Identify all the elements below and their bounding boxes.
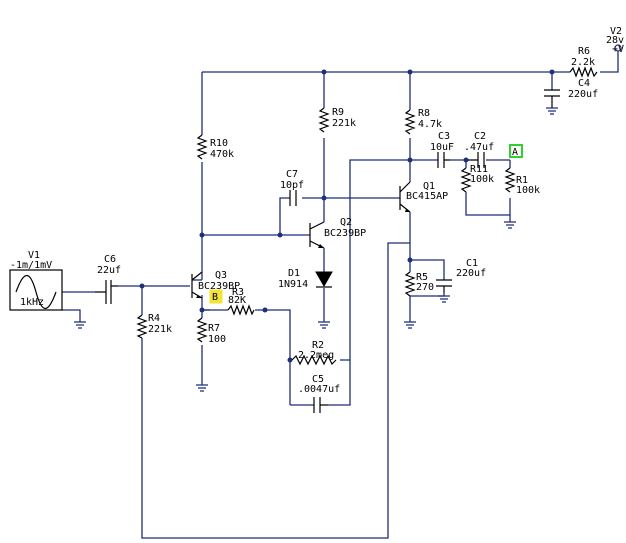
r7-name: R7 xyxy=(208,323,220,334)
probe-b[interactable]: B xyxy=(209,289,223,304)
c7-value: 10pf xyxy=(280,180,304,191)
c1-value: 220uf xyxy=(456,268,486,279)
r4-name: R4 xyxy=(148,313,160,324)
r3-value: 82K xyxy=(228,295,246,306)
r7-value: 100 xyxy=(208,334,226,345)
v1-freq: 1kHz xyxy=(20,297,44,308)
c2-name: C2 xyxy=(474,131,486,142)
capacitor-c7: C7 10pf xyxy=(280,169,304,206)
r1-value: 100k xyxy=(516,185,540,196)
c2-value: .47uf xyxy=(464,142,494,153)
capacitor-c2: C2 .47uf xyxy=(464,131,494,168)
r6-name: R6 xyxy=(578,46,590,57)
resistor-r5: R5 270 xyxy=(404,271,434,297)
resistor-r3: R3 82K xyxy=(227,287,255,316)
probe-a[interactable]: A xyxy=(509,144,523,158)
r2-name: R2 xyxy=(312,340,324,351)
v2-name: V2 xyxy=(610,26,622,37)
r3-name: R3 xyxy=(232,287,244,298)
q3-name: Q3 xyxy=(215,270,227,281)
source-v1: V1 -1m/1mV 1kHz xyxy=(9,250,63,311)
resistor-r1: R1 100k xyxy=(504,167,540,196)
resistor-r6: R6 2.2k xyxy=(569,46,598,78)
r9-name: R9 xyxy=(332,107,344,118)
resistor-r4: R4 221k xyxy=(136,313,172,339)
capacitor-c1: C1 220uf xyxy=(436,258,486,293)
r5-name: R5 xyxy=(416,272,428,283)
capacitor-c4: C4 220uf xyxy=(544,78,598,108)
resistor-r9: R9 221k xyxy=(318,107,356,133)
c3-name: C3 xyxy=(438,131,450,142)
v2-value: 28v xyxy=(606,35,624,46)
c4-value: 220uf xyxy=(568,89,598,100)
transistor-q1: Q1 BC415AP xyxy=(399,181,448,213)
capacitor-c3: C3 10uF xyxy=(430,131,454,168)
resistor-r10: R10 470k xyxy=(196,134,234,160)
c5-value: .0047uf xyxy=(298,384,340,395)
resistor-r8: R8 4.7k xyxy=(404,108,442,135)
c6-value: 22uf xyxy=(97,265,121,276)
q2-value: BC239BP xyxy=(324,228,366,239)
diode-d1: D1 1N914 xyxy=(278,268,333,290)
ground-symbols xyxy=(74,107,558,392)
d1-name: D1 xyxy=(288,268,300,279)
v2-symbol: +V xyxy=(612,44,624,55)
c7-name: C7 xyxy=(286,169,298,180)
v1-name: V1 xyxy=(28,250,40,261)
r9-value: 221k xyxy=(332,118,356,129)
r5-value: 270 xyxy=(416,282,434,293)
probe-a-label: A xyxy=(512,147,518,158)
r11-value: 100k xyxy=(470,174,494,185)
r1-name: R1 xyxy=(516,175,528,186)
r4-value: 221k xyxy=(148,324,172,335)
r8-name: R8 xyxy=(418,108,430,119)
d1-value: 1N914 xyxy=(278,279,308,290)
probe-b-label: B xyxy=(212,292,218,303)
c5-name: C5 xyxy=(312,374,324,385)
source-v2: V2 28v +V xyxy=(606,26,624,55)
r11-name: R11 xyxy=(470,164,488,175)
transistor-q2: Q2 BC239BP xyxy=(309,217,366,249)
junction-dots xyxy=(139,69,555,363)
c4-name: C4 xyxy=(578,78,590,89)
v1-value: -1m/1mV xyxy=(10,260,52,271)
q1-value: BC415AP xyxy=(406,191,448,202)
q3-value: BC239BP xyxy=(198,281,240,292)
resistor-r11: R11 100k xyxy=(460,164,494,193)
r10-name: R10 xyxy=(210,138,228,149)
c6-name: C6 xyxy=(104,254,116,265)
resistor-r2: R2 2.2meg xyxy=(291,340,337,366)
capacitor-c5: C5 .0047uf xyxy=(298,374,340,413)
resistor-r7: R7 100 xyxy=(196,317,226,345)
capacitor-c6: C6 22uf xyxy=(95,254,121,304)
c3-value: 10uF xyxy=(430,142,454,153)
r6-value: 2.2k xyxy=(571,57,595,68)
r2-value: 2.2meg xyxy=(298,350,334,361)
r10-value: 470k xyxy=(210,149,234,160)
q1-name: Q1 xyxy=(423,181,435,192)
c1-name: C1 xyxy=(466,258,478,269)
r8-value: 4.7k xyxy=(418,119,442,130)
transistor-q3: Q3 BC239BP xyxy=(191,270,240,299)
q2-name: Q2 xyxy=(340,217,352,228)
